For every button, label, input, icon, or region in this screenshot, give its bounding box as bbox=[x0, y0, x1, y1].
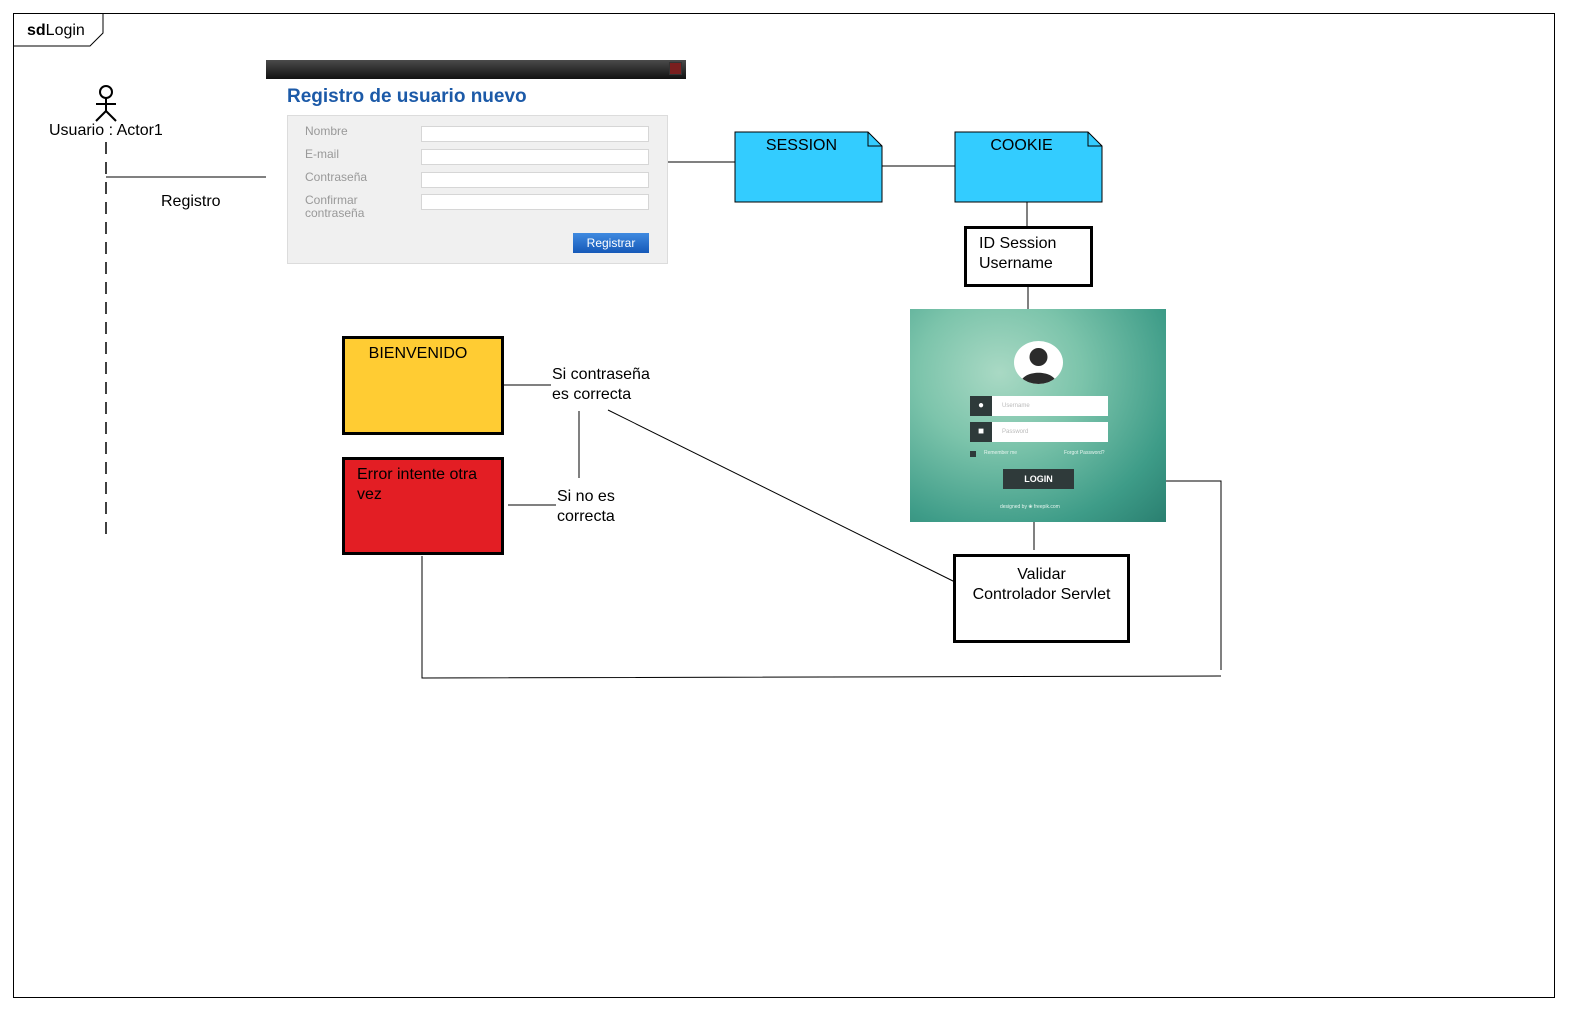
forgot-password-link[interactable]: Forgot Password? bbox=[1064, 450, 1105, 456]
user-icon: ● bbox=[970, 396, 992, 416]
login-footer: designed by ❀ freepik.com bbox=[1000, 504, 1060, 510]
registration-heading: Registro de usuario nuevo bbox=[287, 86, 527, 107]
remember-label: Remember me bbox=[984, 450, 1018, 456]
error-box: Error intente otra vez bbox=[342, 457, 504, 555]
email-input[interactable] bbox=[421, 149, 649, 165]
avatar-icon bbox=[1014, 341, 1063, 384]
field-label-nombre: Nombre bbox=[305, 124, 348, 138]
frame-label: sdLogin bbox=[27, 22, 85, 40]
field-label-contrasena: Contraseña bbox=[305, 170, 368, 184]
close-icon[interactable] bbox=[669, 62, 682, 75]
confirmar-contrasena-input[interactable] bbox=[421, 194, 649, 210]
password-input[interactable]: Password bbox=[992, 422, 1108, 442]
cookie-note-label: COOKIE bbox=[990, 137, 1053, 154]
bienvenido-box: BIENVENIDO bbox=[342, 336, 504, 435]
remember-checkbox[interactable] bbox=[970, 451, 976, 457]
frame-keyword: sd bbox=[27, 22, 46, 39]
username-input[interactable]: Username bbox=[992, 396, 1108, 416]
idsession-box: ID Session Username bbox=[964, 226, 1093, 287]
actor-label: Usuario : Actor1 bbox=[49, 122, 163, 139]
registrar-button[interactable]: Registrar bbox=[573, 233, 649, 253]
field-label-email: E-mail bbox=[305, 147, 340, 161]
session-note-label: SESSION bbox=[765, 137, 838, 154]
nombre-input[interactable] bbox=[421, 126, 649, 142]
login-button[interactable]: LOGIN bbox=[1003, 469, 1074, 489]
registration-window-titlebar bbox=[266, 60, 686, 79]
lock-icon: ■ bbox=[970, 422, 992, 442]
condition-correct-label: Si contraseña es correcta bbox=[552, 366, 650, 403]
frame-name: Login bbox=[45, 22, 85, 39]
condition-incorrect-label: Si no es correcta bbox=[557, 488, 615, 525]
sequence-frame bbox=[13, 13, 1555, 998]
field-label-confirmar: Confirmar contraseña bbox=[305, 193, 365, 220]
validar-box: Validar Controlador Servlet bbox=[953, 554, 1130, 643]
registro-message-label: Registro bbox=[161, 193, 221, 210]
contrasena-input[interactable] bbox=[421, 172, 649, 188]
